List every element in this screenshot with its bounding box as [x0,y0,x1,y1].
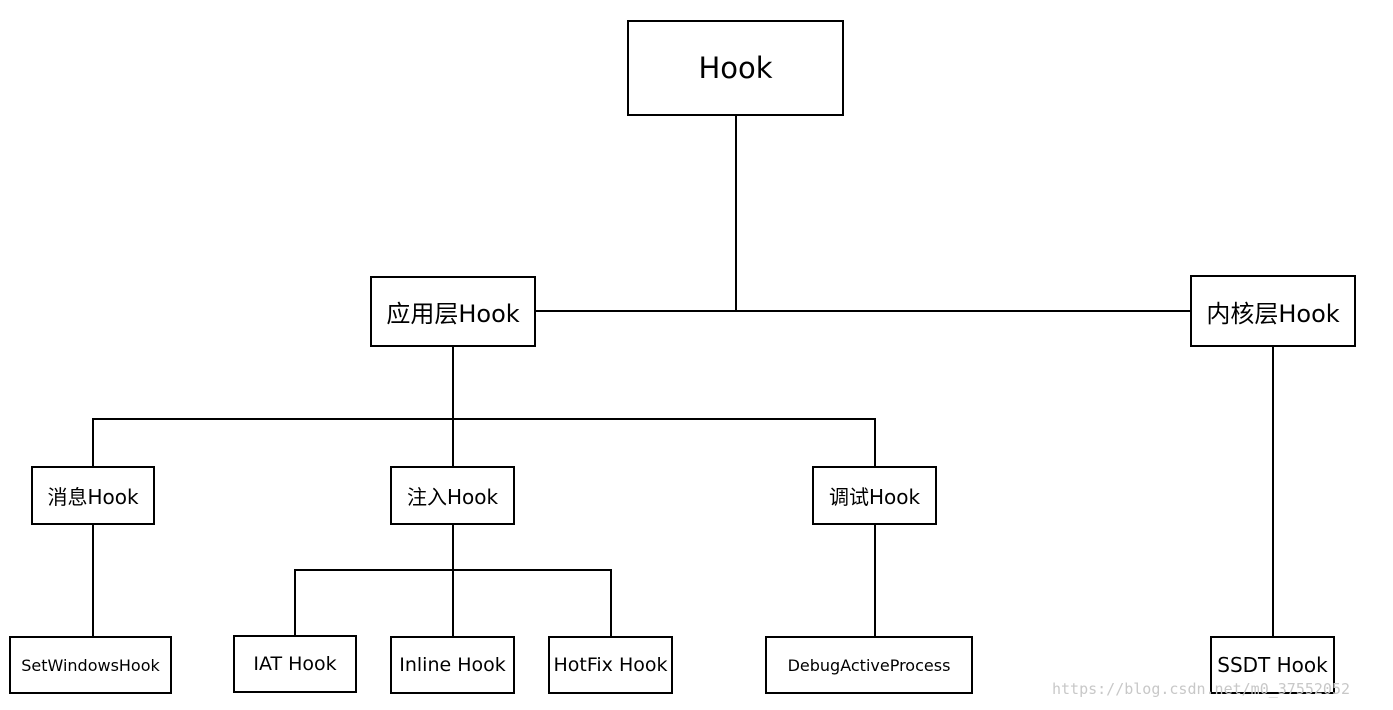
node-message-label: 消息Hook [47,485,139,509]
node-kernel-layer-label: 内核层Hook [1206,299,1340,328]
edge-inject-down [452,523,454,637]
node-inject-hook: 注入Hook [390,466,515,525]
node-ssdt-hook: SSDT Hook [1210,636,1335,694]
node-kernel-layer-hook: 内核层Hook [1190,275,1356,347]
edge-debug-process [874,523,876,637]
edge-root-down [735,114,737,311]
edge-app-down [452,346,454,467]
node-inline-label: Inline Hook [399,654,506,676]
node-app-layer-label: 应用层Hook [386,300,520,328]
edge-inject-hotfix [610,569,612,637]
node-set-windows-hook: SetWindowsHook [9,636,172,694]
node-debug-active-process-label: DebugActiveProcess [787,655,951,675]
edge-inject-iat [294,569,296,636]
edge-bus-message [92,418,94,467]
node-ssdt-label: SSDT Hook [1217,653,1328,677]
node-hotfix-hook: HotFix Hook [548,636,673,694]
node-inject-label: 注入Hook [406,485,499,509]
node-inline-hook: Inline Hook [390,636,515,694]
node-hotfix-label: HotFix Hook [553,654,668,676]
edge-kernel-ssdt [1272,346,1274,637]
node-debug-active-process: DebugActiveProcess [765,636,973,694]
node-root-hook: Hook [627,20,844,116]
edge-inject-bus [294,569,612,571]
node-set-windows-label: SetWindowsHook [21,655,160,675]
watermark: https://blog.csdn.net/m0_37552052 [1052,680,1351,698]
node-debug-hook: 调试Hook [812,466,937,525]
node-debug-label: 调试Hook [828,485,921,509]
node-root-label: Hook [698,51,773,85]
node-iat-label: IAT Hook [253,653,337,675]
node-iat-hook: IAT Hook [233,635,357,693]
node-message-hook: 消息Hook [31,466,155,525]
node-app-layer-hook: 应用层Hook [370,276,536,347]
edge-message-setwindows [92,523,94,637]
edge-layer-bus [535,310,1191,312]
edge-app-bus [92,418,876,420]
edge-bus-debug [874,418,876,467]
